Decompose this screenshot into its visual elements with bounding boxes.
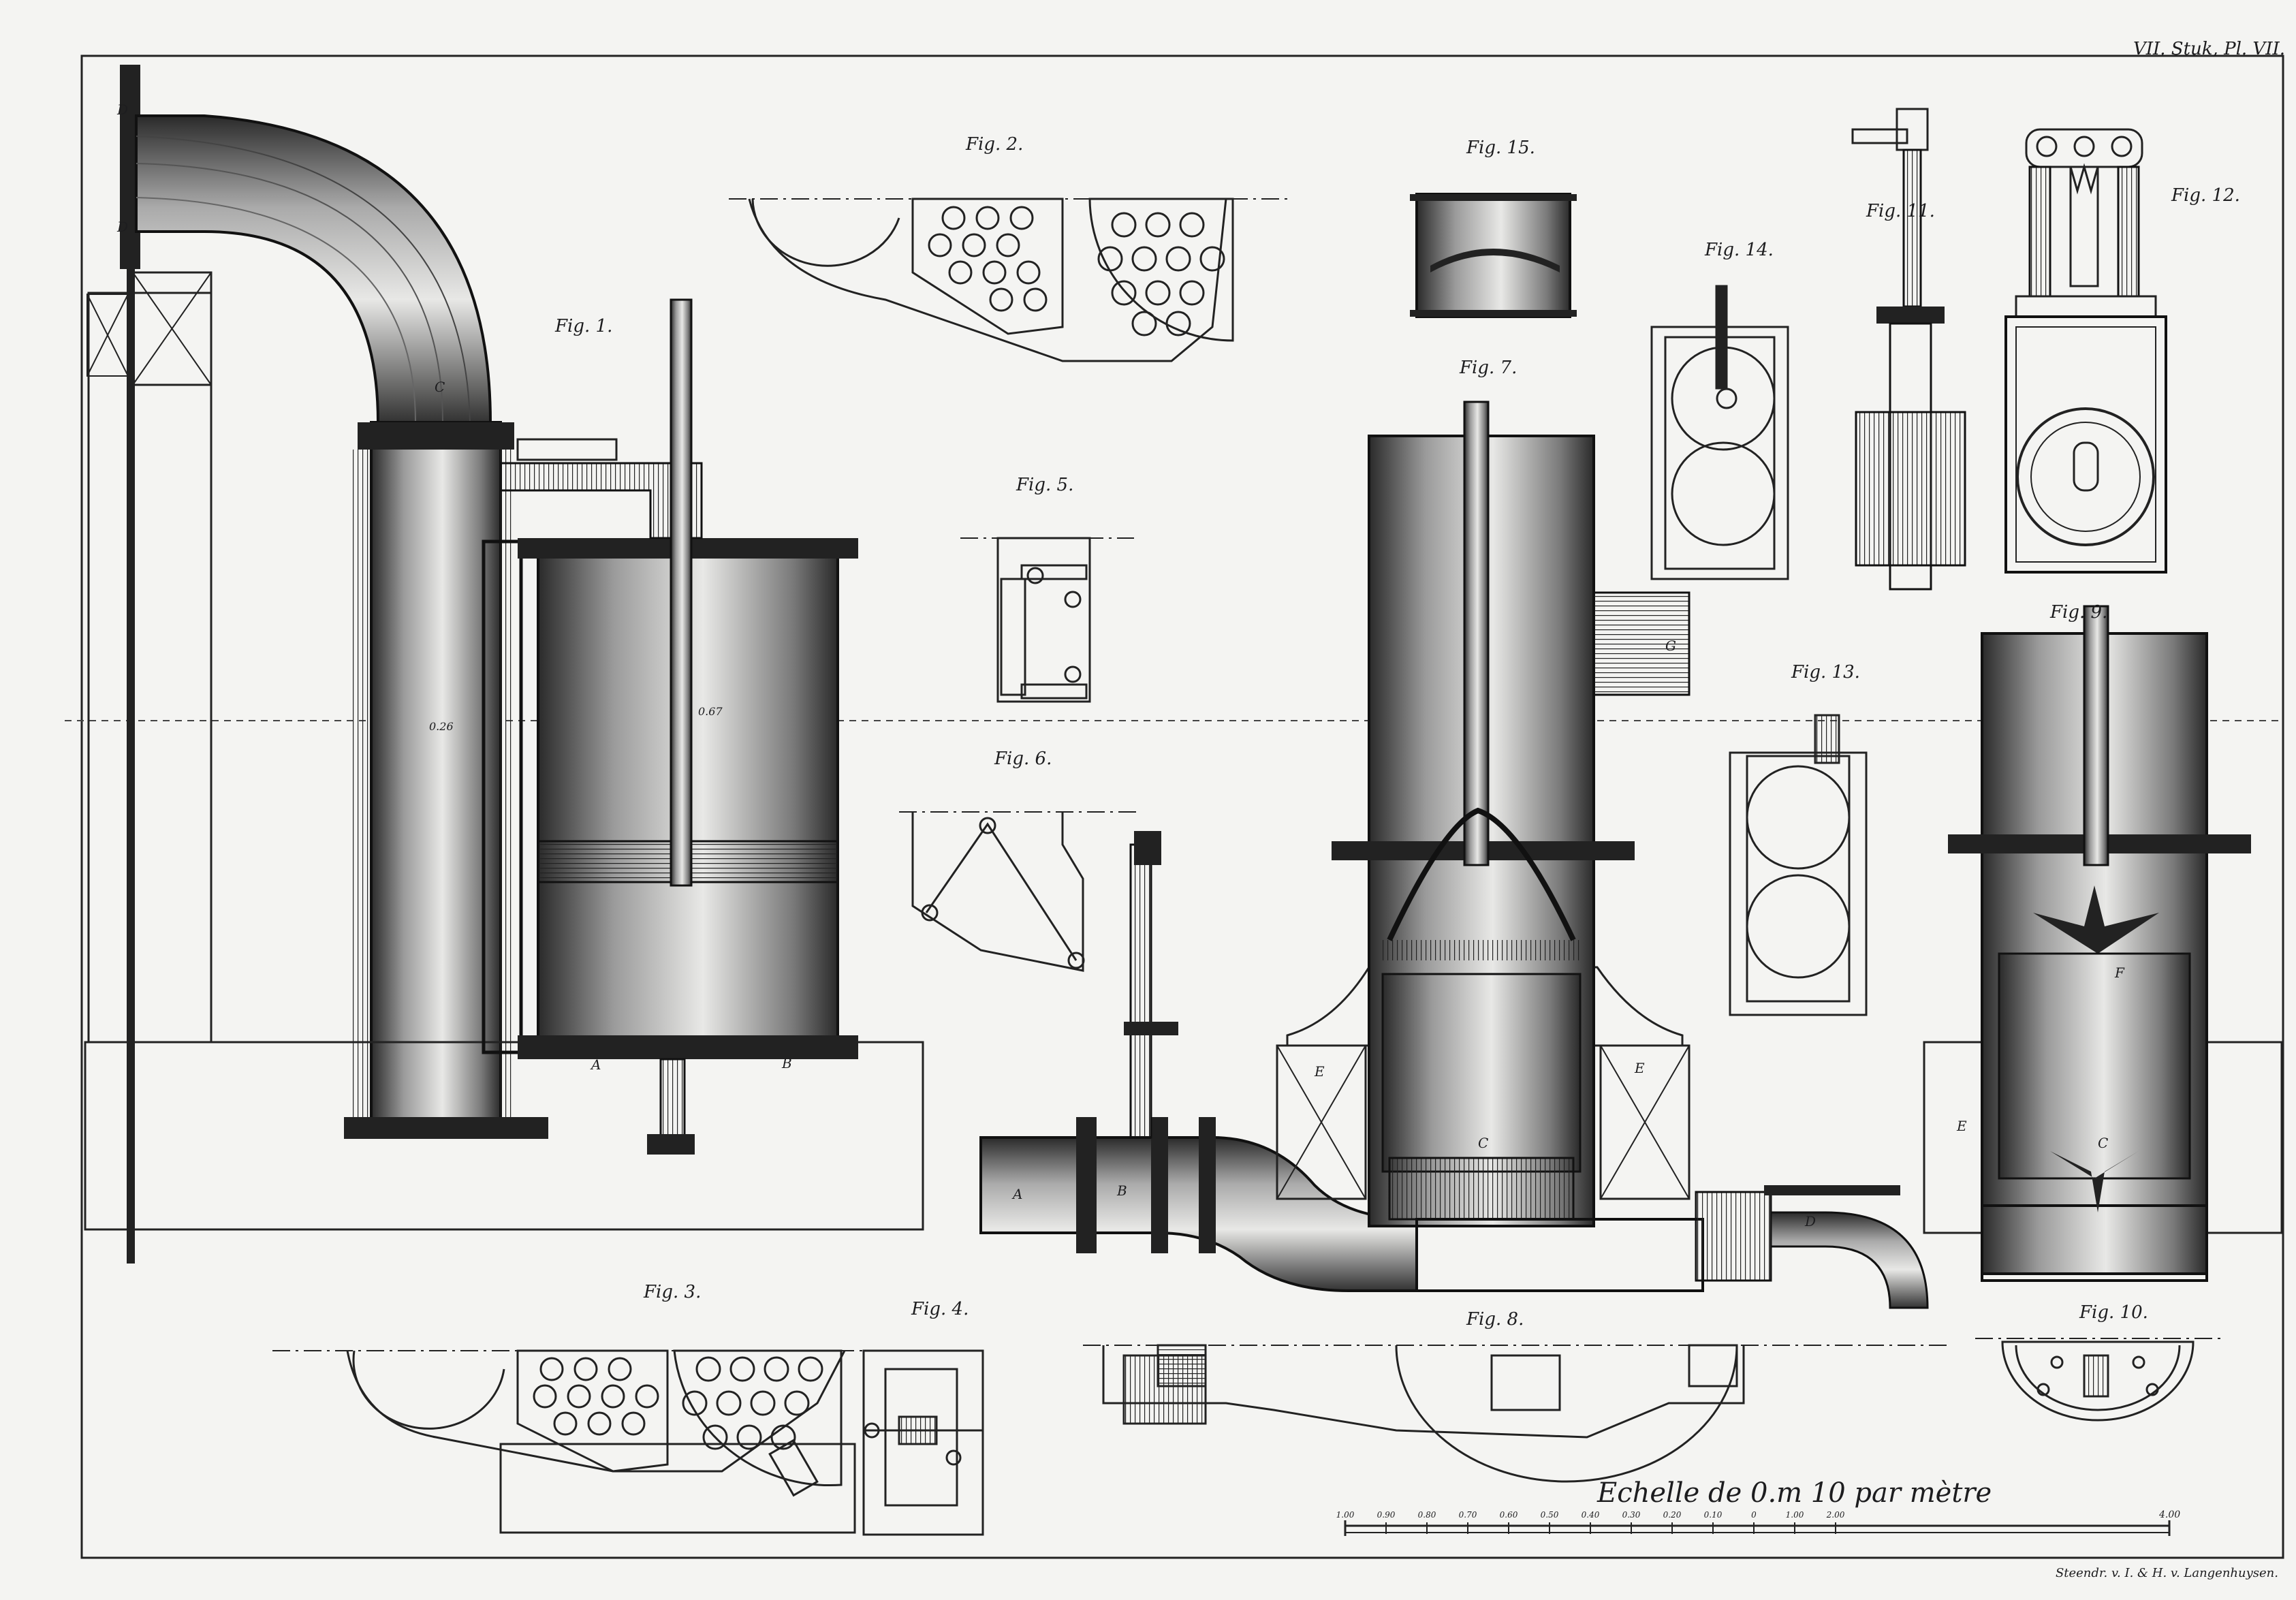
fig9-label: Fig. 9. [2049, 602, 2107, 623]
fig8-label: Fig. 8. [1466, 1309, 1524, 1330]
fig3-drawing [272, 1349, 981, 1534]
letter-G: G [1665, 638, 1676, 654]
fig1-label: Fig. 1. [554, 316, 612, 336]
fig3-label: Fig. 3. [643, 1282, 701, 1302]
fig15-drawing [1410, 193, 1577, 318]
letter-E-right: E [1634, 1060, 1645, 1076]
fig10-drawing [1975, 1338, 2220, 1422]
fig4-drawing [862, 1349, 984, 1536]
letter-D-outlet: D [1804, 1213, 1816, 1229]
scale-tick-label: 0 [1751, 1510, 1757, 1520]
fig10-label: Fig. 10. [2079, 1302, 2148, 1323]
letter-A-fig7: A [1011, 1186, 1022, 1202]
scale-tick-label: 0.20 [1663, 1510, 1682, 1520]
dimension-026: 0.26 [429, 720, 454, 733]
letter-D-top: D [116, 101, 128, 118]
letter-E-left: E [1314, 1063, 1325, 1080]
letter-E-fig9: E [1956, 1118, 1967, 1134]
scale-tick-label: 0.70 [1459, 1510, 1477, 1520]
scale-tick-label: 0.50 [1541, 1510, 1559, 1520]
scale-caption: Echelle de 0.m 10 par mètre [1597, 1477, 1992, 1509]
letter-F-fig9: F [2114, 964, 2125, 981]
fig6-label: Fig. 6. [994, 749, 1052, 769]
scale-tick-label: 0.10 [1704, 1510, 1723, 1520]
fig2-drawing [729, 198, 1287, 362]
letter-A-fig1: A [590, 1056, 601, 1073]
scale-tick-label: 0.40 [1582, 1510, 1600, 1520]
dimension-067: 0.67 [698, 705, 723, 718]
fig14-drawing [1650, 285, 1789, 580]
fig13-label: Fig. 13. [1791, 662, 1860, 683]
fig7-drawing [979, 401, 1929, 1309]
scale-tick-label: 0.60 [1500, 1510, 1518, 1520]
fig2-label: Fig. 2. [965, 134, 1023, 155]
fig4-label: Fig. 4. [911, 1299, 969, 1319]
scale-tick-label: 0.30 [1622, 1510, 1641, 1520]
letter-D-mid: D [116, 219, 128, 235]
plate-number: VII. Stuk, Pl. VII. [2133, 39, 2285, 59]
fig11-label: Fig. 11. [1866, 201, 1935, 221]
plate-border [80, 54, 2284, 1559]
scale-tick-label: 0.90 [1377, 1510, 1396, 1520]
fig9-drawing [1923, 605, 2283, 1282]
scale-end-label: 4.00 [2158, 1509, 2180, 1520]
fig8-drawing [1083, 1344, 1948, 1483]
fig13-drawing [1729, 714, 1868, 1016]
fig5-drawing [960, 537, 1134, 703]
scale-tick-label: 1.00 [1336, 1510, 1355, 1520]
scale-tick-label: 1.00 [1786, 1510, 1804, 1520]
letter-B-fig1: B [781, 1055, 792, 1071]
letter-B-fig7: B [1116, 1182, 1127, 1199]
scale-tick-label: 2.00 [1826, 1510, 1845, 1520]
fig6-drawing [899, 811, 1137, 972]
scale-tick-label: 0.80 [1418, 1510, 1436, 1520]
printer-credit: Steendr. v. I. & H. v. Langenhuysen. [2056, 1566, 2278, 1580]
fig14-label: Fig. 14. [1704, 240, 1774, 260]
letter-C-fig9: C [2098, 1135, 2108, 1151]
fig12-drawing [2004, 128, 2167, 574]
fig15-label: Fig. 15. [1466, 138, 1535, 158]
fig11-drawing [1851, 108, 1966, 591]
scale-bar: 1.00 0.90 0.80 0.70 0.60 0.50 0.40 0.30 0.20 0.10… [1336, 1510, 2171, 1536]
fig12-label: Fig. 12. [2171, 185, 2240, 206]
letter-C-fig1: C [435, 379, 445, 395]
letter-C-fig7: C [1478, 1135, 1488, 1151]
fig7-label: Fig. 7. [1459, 358, 1517, 378]
fig1-drawing [84, 65, 924, 1264]
fig5-label: Fig. 5. [1016, 475, 1073, 495]
